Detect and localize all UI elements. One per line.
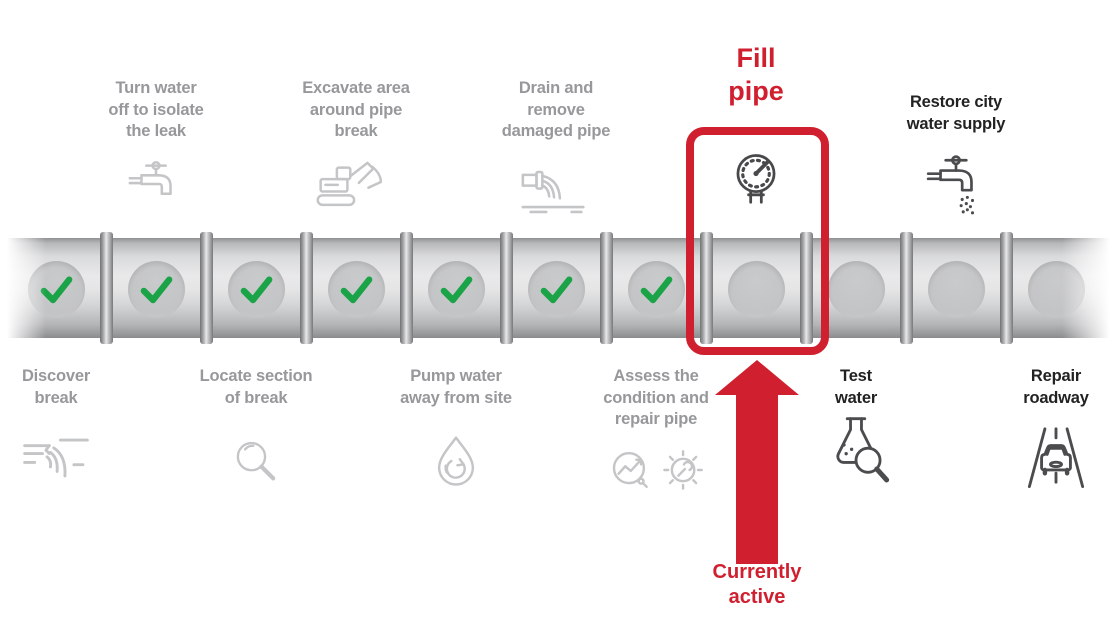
step-label-drain-and-remove: Drain and remove damaged pipe xyxy=(501,79,611,140)
step-excavate-area: Excavate area around pipe break xyxy=(271,0,441,633)
drain-pipe-icon xyxy=(517,163,595,218)
pipe-left-fade xyxy=(0,229,46,347)
currently-active-arrow-shaft xyxy=(736,393,778,564)
step-restore-water-supply: Restore city water supply xyxy=(871,0,1041,633)
pipe-segment-completed xyxy=(527,261,585,318)
step-repair-roadway: Repair roadway xyxy=(971,0,1116,633)
step-label-restore-water-supply: Restore city water supply xyxy=(906,93,1006,133)
check-icon xyxy=(340,276,372,304)
pipe-coupling xyxy=(699,232,713,344)
pipe-segment-completed xyxy=(227,261,285,318)
pipe-right-fade xyxy=(1062,229,1116,347)
step-label-pump-water-away: Pump water away from site xyxy=(400,367,512,407)
pipe-coupling xyxy=(99,232,113,344)
pipe-coupling xyxy=(199,232,213,344)
check-icon xyxy=(240,276,272,304)
step-discover-break: Discover break xyxy=(0,0,141,633)
gauge-icon xyxy=(722,147,790,215)
step-label-turn-water-off: Turn water off to isolate the leak xyxy=(108,79,204,140)
pipe-coupling xyxy=(799,232,813,344)
assess-icons xyxy=(603,442,709,498)
pipe-segment-empty xyxy=(827,261,885,318)
step-turn-water-off: Turn water off to isolate the leak xyxy=(71,0,241,633)
currently-active-arrow-head xyxy=(715,360,799,395)
step-test-water: Test water xyxy=(771,0,941,633)
pipe-segment-empty xyxy=(927,261,985,318)
step-label-excavate-area: Excavate area around pipe break xyxy=(302,79,410,140)
water-drop-icon xyxy=(426,432,486,492)
magnifier-icon xyxy=(227,434,285,492)
step-assess-and-repair: Assess the condition and repair pipe xyxy=(571,0,741,633)
pipe-segment-completed xyxy=(627,261,685,318)
step-fill-pipe: Fill pipe xyxy=(671,0,841,633)
pipe-segment-empty xyxy=(727,261,785,318)
pipe-coupling xyxy=(399,232,413,344)
check-icon xyxy=(140,276,172,304)
pipe-coupling xyxy=(899,232,913,344)
pipe-coupling xyxy=(299,232,313,344)
pipe-coupling xyxy=(499,232,513,344)
pipe-coupling xyxy=(599,232,613,344)
step-label-discover-break: Discover break xyxy=(21,367,91,407)
step-drain-and-remove: Drain and remove damaged pipe xyxy=(471,0,641,633)
spray-faucet-icon xyxy=(923,152,989,218)
check-icon xyxy=(440,276,472,304)
pipe-segment-completed xyxy=(127,261,185,318)
leaking-pipe-icon xyxy=(20,430,92,486)
road-car-icon xyxy=(1016,420,1096,491)
step-pump-water-away: Pump water away from site xyxy=(371,0,541,633)
step-locate-section: Locate section of break xyxy=(171,0,341,633)
check-icon xyxy=(540,276,572,304)
step-label-assess-and-repair: Assess the condition and repair pipe xyxy=(603,367,709,428)
active-step-highlight-box xyxy=(686,127,829,355)
pipe-coupling xyxy=(999,232,1013,344)
check-icon xyxy=(640,276,672,304)
currently-active-label: Currently active xyxy=(712,561,802,608)
step-label-locate-section: Locate section of break xyxy=(199,367,313,407)
faucet-icon xyxy=(125,157,187,213)
flask-magnifier-icon xyxy=(821,412,891,491)
pipe-segment-completed xyxy=(427,261,485,318)
step-label-test-water: Test water xyxy=(834,367,878,407)
excavator-icon xyxy=(313,150,399,212)
step-label-repair-roadway: Repair roadway xyxy=(1023,367,1089,407)
step-label-fill-pipe: Fill pipe xyxy=(728,43,784,106)
pipe-segment-completed xyxy=(327,261,385,318)
check-icon xyxy=(40,276,72,304)
